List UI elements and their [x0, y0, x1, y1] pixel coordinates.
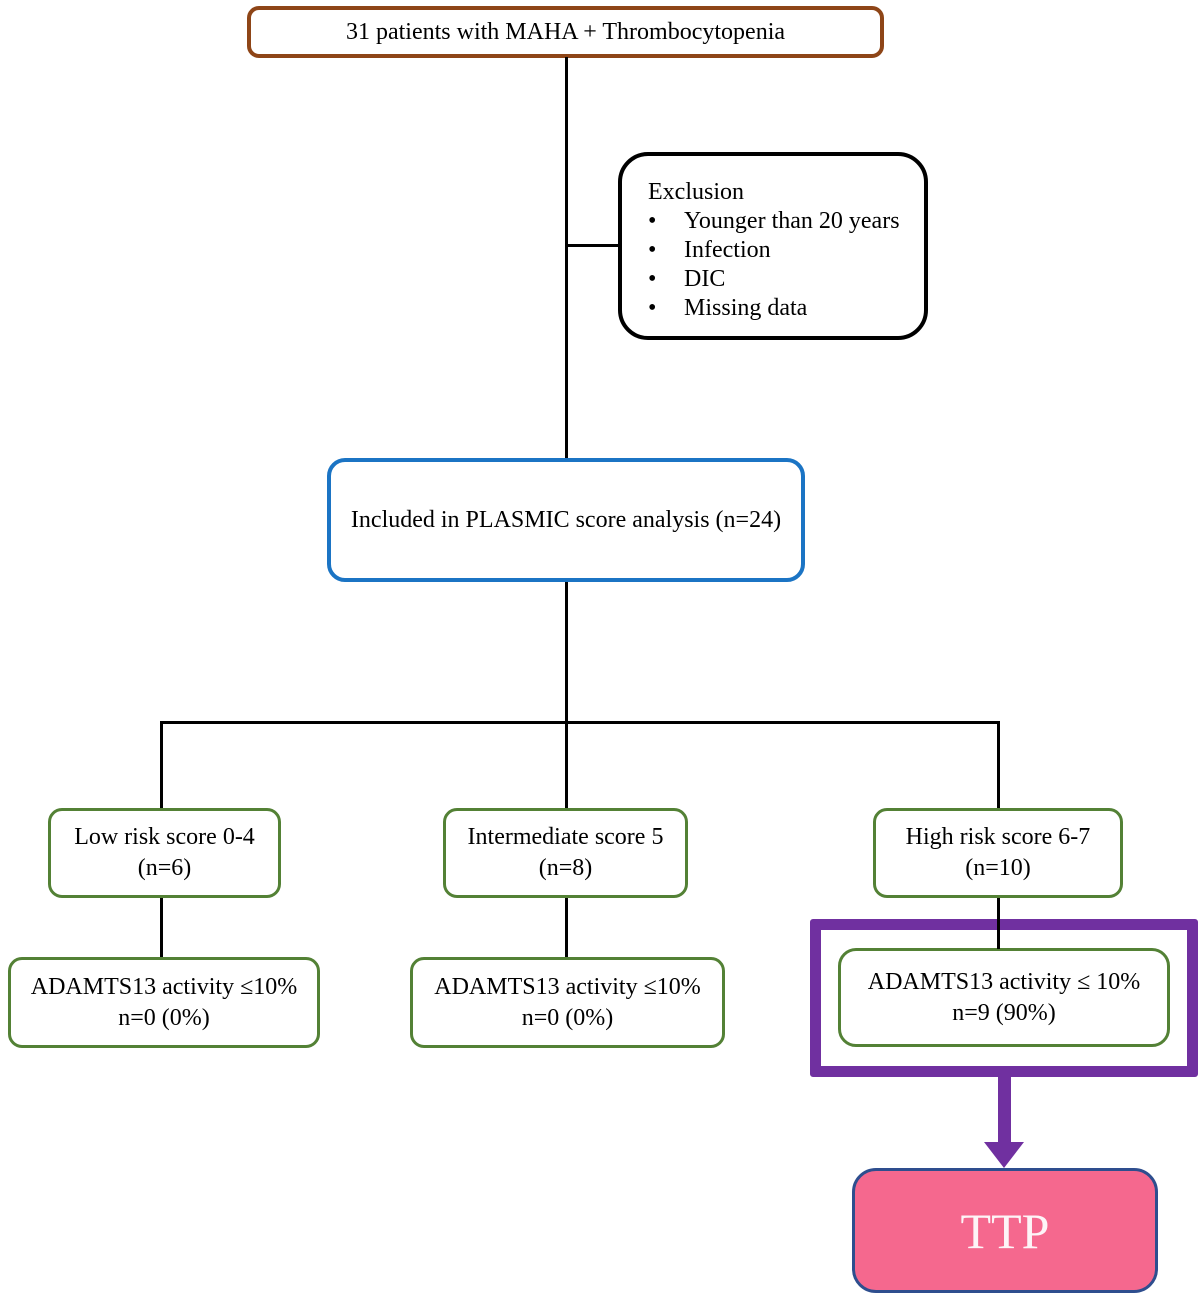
- patients-total-box: 31 patients with MAHA + Thrombocytopenia: [247, 6, 884, 58]
- exclusion-heading: Exclusion: [648, 179, 744, 205]
- bullet-icon: •: [648, 237, 657, 263]
- down-arrow-icon: [998, 1077, 1011, 1143]
- bullet-icon: •: [648, 208, 657, 234]
- patients-total-label: 31 patients with MAHA + Thrombocytopenia: [345, 18, 786, 45]
- risk-box-intermediate: Intermediate score 5 (n=8): [443, 808, 688, 898]
- risk-high-count: (n=10): [965, 855, 1031, 881]
- exclusion-item: • Missing data: [648, 294, 807, 323]
- connector-line-drop-low: [160, 721, 163, 808]
- ttp-result-box: TTP: [852, 1168, 1158, 1293]
- connector-line-branch-horizontal: [160, 721, 1000, 724]
- risk-box-low: Low risk score 0-4 (n=6): [48, 808, 281, 898]
- connector-line-drop-intermediate: [565, 721, 568, 808]
- adamts-high-label: ADAMTS13 activity ≤ 10%: [867, 968, 1141, 995]
- connector-line-low-to-adamts: [160, 898, 163, 958]
- ttp-label: TTP: [960, 1202, 1050, 1259]
- adamts-box-high: ADAMTS13 activity ≤ 10% n=9 (90%): [838, 948, 1170, 1047]
- connector-line-drop-high: [997, 721, 1000, 808]
- exclusion-item: • Younger than 20 years: [648, 207, 900, 236]
- exclusion-item: • Infection: [648, 236, 771, 265]
- highlight-frame: [810, 919, 1198, 1077]
- exclusion-item-label: Missing data: [684, 295, 808, 321]
- exclusion-item-label: DIC: [684, 266, 726, 292]
- adamts-low-count: n=0 (0%): [118, 1004, 210, 1031]
- adamts-box-low: ADAMTS13 activity ≤10% n=0 (0%): [8, 957, 320, 1048]
- risk-low-label: Low risk score 0-4: [74, 824, 255, 850]
- connector-line-high-to-adamts: [997, 898, 1000, 949]
- connector-line-mid-to-adamts: [565, 898, 568, 958]
- risk-intermediate-label: Intermediate score 5: [467, 824, 664, 850]
- risk-box-high: High risk score 6-7 (n=10): [873, 808, 1123, 898]
- adamts-intermediate-count: n=0 (0%): [521, 1004, 614, 1031]
- bullet-icon: •: [648, 266, 657, 292]
- exclusion-item-label: Younger than 20 years: [684, 208, 900, 234]
- adamts-intermediate-label: ADAMTS13 activity ≤10%: [434, 973, 701, 1000]
- adamts-box-intermediate: ADAMTS13 activity ≤10% n=0 (0%): [410, 957, 725, 1048]
- bullet-icon: •: [648, 295, 657, 321]
- connector-line-vertical-middle: [565, 582, 568, 723]
- included-plasmic-label: Included in PLASMIC score analysis (n=24…: [350, 506, 782, 533]
- exclusion-box: Exclusion • Younger than 20 years • Infe…: [618, 152, 928, 340]
- down-arrow-head-icon: [984, 1142, 1024, 1168]
- included-plasmic-box: Included in PLASMIC score analysis (n=24…: [327, 458, 805, 582]
- risk-intermediate-count: (n=8): [538, 855, 593, 881]
- risk-high-label: High risk score 6-7: [905, 824, 1091, 850]
- adamts-low-label: ADAMTS13 activity ≤10%: [30, 973, 298, 1000]
- exclusion-item: • DIC: [648, 265, 725, 294]
- adamts-high-count: n=9 (90%): [952, 999, 1056, 1026]
- connector-line-vertical-top: [565, 57, 568, 458]
- risk-low-count: (n=6): [137, 855, 192, 881]
- exclusion-item-label: Infection: [684, 237, 771, 263]
- connector-line-to-exclusion: [565, 244, 620, 247]
